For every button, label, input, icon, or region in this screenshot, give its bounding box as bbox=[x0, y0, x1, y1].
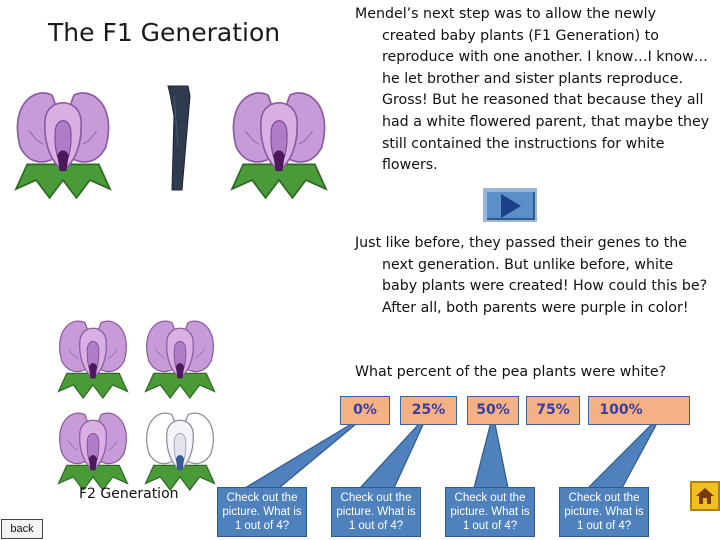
explanation-paragraph: Just like before, they passed their gene… bbox=[355, 233, 710, 319]
home-icon bbox=[696, 488, 714, 504]
answer-50-percent[interactable]: 50% bbox=[467, 396, 519, 425]
answer-100-label: 100% bbox=[599, 402, 643, 418]
hint-callout: Check out the picture. What is 1 out of … bbox=[559, 487, 649, 537]
play-icon bbox=[501, 194, 521, 218]
answer-100-percent[interactable]: 100% bbox=[588, 396, 690, 425]
f2-generation-label: F2 Generation bbox=[79, 486, 179, 502]
explanation-paragraph-rest: next generation. But unlike before, whit… bbox=[382, 256, 708, 316]
hint-callout: Check out the picture. What is 1 out of … bbox=[331, 487, 421, 537]
explanation-paragraph-first-line: Just like before, they passed their gene… bbox=[355, 235, 688, 251]
hint-callout: Check out the picture. What is 1 out of … bbox=[217, 487, 307, 537]
hint-callout: Check out the picture. What is 1 out of … bbox=[445, 487, 535, 537]
intro-paragraph-first-line: Mendel’s next step was to allow the newl… bbox=[355, 6, 656, 22]
answer-75-percent[interactable]: 75% bbox=[526, 396, 580, 425]
question-text: What percent of the pea plants were whit… bbox=[355, 364, 667, 380]
back-button[interactable]: back bbox=[1, 519, 43, 539]
answer-options: 0% 25% 50% 75% 100% bbox=[340, 396, 690, 425]
intro-paragraph: Mendel’s next step was to allow the newl… bbox=[355, 4, 710, 177]
answer-0-percent[interactable]: 0% bbox=[340, 396, 390, 425]
play-button[interactable] bbox=[483, 188, 537, 222]
answer-25-percent[interactable]: 25% bbox=[400, 396, 457, 425]
page-title: The F1 Generation bbox=[48, 18, 281, 47]
home-button[interactable] bbox=[690, 481, 720, 511]
jeans-icon bbox=[167, 85, 191, 191]
intro-paragraph-rest: created baby plants (F1 Generation) to r… bbox=[382, 27, 710, 174]
